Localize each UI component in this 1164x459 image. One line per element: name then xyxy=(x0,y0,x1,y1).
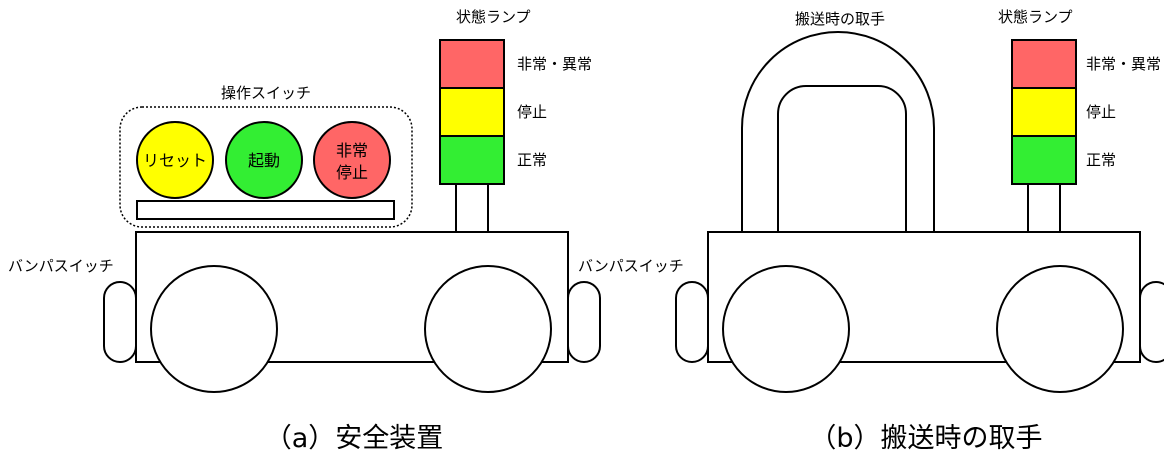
switch-group-box xyxy=(119,106,413,228)
wheel-right xyxy=(424,265,552,393)
bumper-switch-right-b xyxy=(1139,281,1164,363)
start-button[interactable] xyxy=(225,121,303,199)
bumper-switch-left xyxy=(103,281,137,363)
lamp-yellow-segment xyxy=(439,87,505,137)
status-lamp-title-b: 状態ランプ xyxy=(998,8,1073,26)
diagram-b: 搬送時の取手 状態ランプ 非常・異常 停止 正常 （b）搬送時の取手 xyxy=(675,8,1164,454)
emergency-stop-button[interactable] xyxy=(313,121,391,199)
wheel-left-b xyxy=(722,265,850,393)
lamp-red-label-b: 非常・異常 xyxy=(1086,55,1161,73)
wheel-left xyxy=(150,265,278,393)
start-button-label: 起動 xyxy=(248,151,280,170)
lamp-yellow-label-b: 停止 xyxy=(1086,103,1116,121)
diagram-a: 操作スイッチ リセット 起動 非常 停止 状態ランプ 非常・異常 停止 正常 バ… xyxy=(8,8,684,454)
reset-button[interactable] xyxy=(136,121,214,199)
lamp-red-segment xyxy=(439,39,505,89)
lamp-green-segment xyxy=(439,135,505,185)
emergency-stop-label-line1: 非常 xyxy=(336,141,368,160)
lamp-yellow-label: 停止 xyxy=(517,103,547,121)
handle-label: 搬送時の取手 xyxy=(795,10,885,28)
bumper-switch-right xyxy=(567,281,601,363)
switch-base-plate xyxy=(136,200,395,220)
lamp-pole xyxy=(455,182,489,233)
lamp-green-label-b: 正常 xyxy=(1086,151,1116,169)
lamp-red-segment-b xyxy=(1011,39,1077,89)
emergency-stop-label-line2: 停止 xyxy=(336,163,368,182)
carry-handle[interactable] xyxy=(741,30,935,237)
reset-button-label: リセット xyxy=(143,151,207,170)
lamp-pole-b xyxy=(1027,182,1061,233)
lamp-yellow-segment-b xyxy=(1011,87,1077,137)
wheel-right-b xyxy=(996,265,1124,393)
status-lamp-title: 状態ランプ xyxy=(456,8,531,26)
lamp-green-segment-b xyxy=(1011,135,1077,185)
bumper-label-left: バンパスイッチ xyxy=(8,257,114,275)
caption-b: （b）搬送時の取手 xyxy=(809,423,1042,454)
caption-a: （a）安全装置 xyxy=(265,423,444,454)
bumper-label-right: バンパスイッチ xyxy=(578,257,684,275)
switch-group-label: 操作スイッチ xyxy=(221,84,311,102)
lamp-red-label: 非常・異常 xyxy=(517,55,592,73)
lamp-green-label: 正常 xyxy=(517,151,547,169)
bumper-switch-left-b xyxy=(675,281,709,363)
